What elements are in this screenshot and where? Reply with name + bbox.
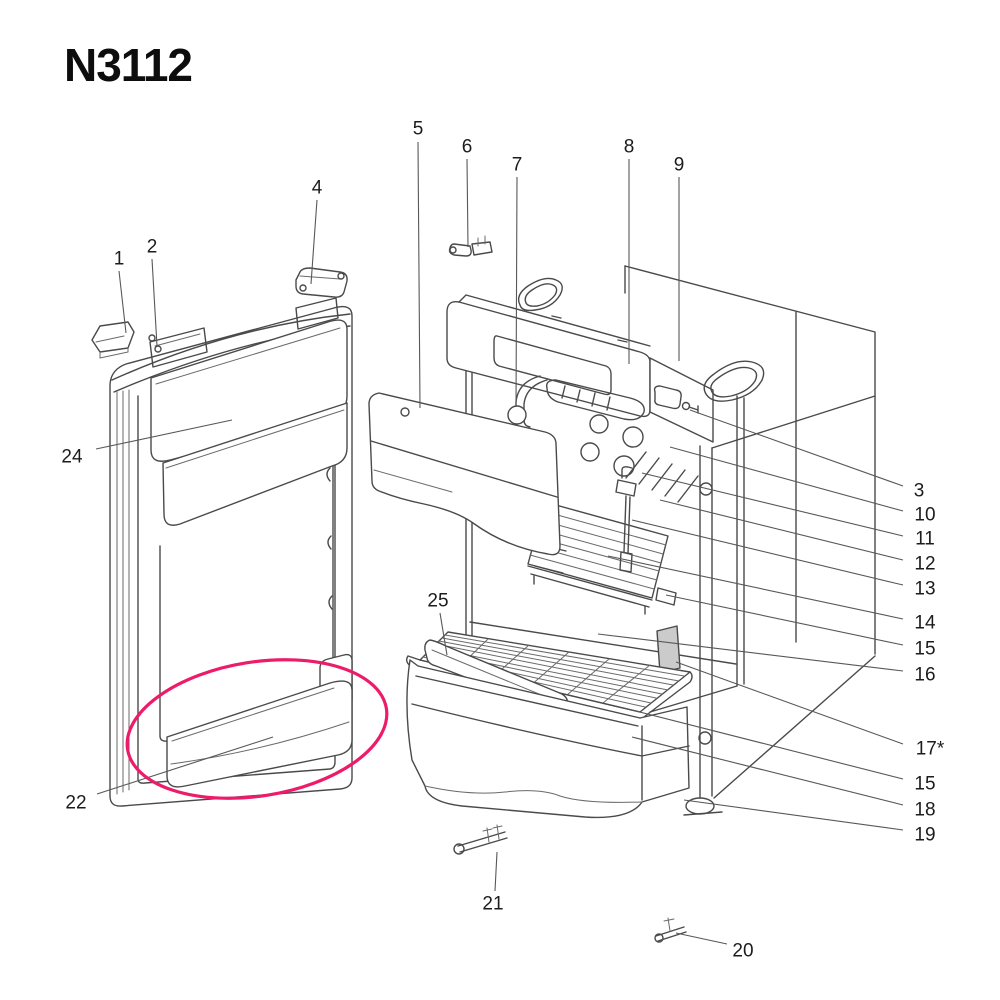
cabinet-line-art — [446, 265, 876, 816]
door-line-art — [91, 235, 687, 943]
highlight-ellipse — [125, 658, 389, 800]
crisper-assembly-line-art — [405, 631, 693, 819]
freezer-flap-line-art — [368, 392, 561, 556]
model-number-title: N3112 — [64, 39, 193, 91]
leader-lines — [95, 141, 904, 945]
